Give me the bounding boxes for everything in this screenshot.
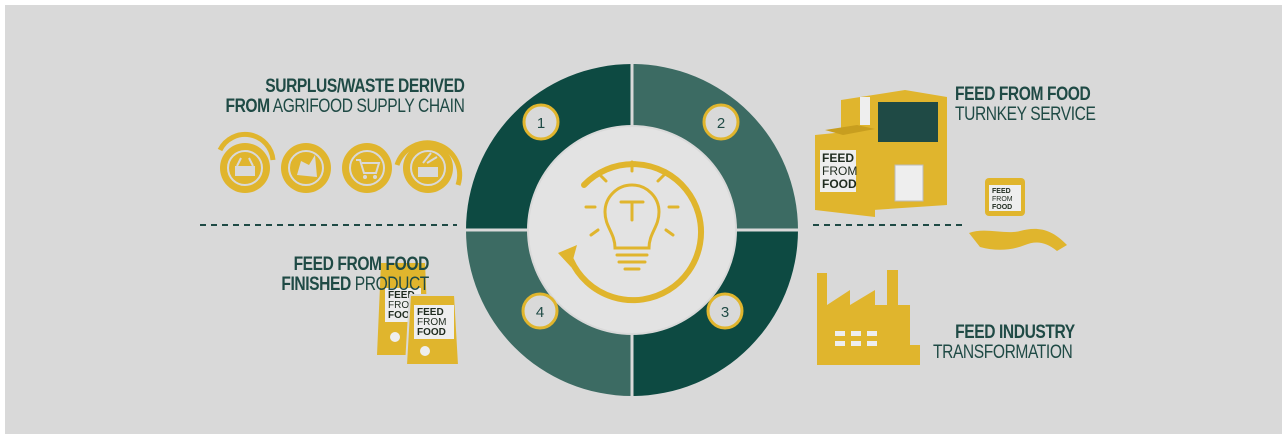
jar-brand-line2: FROM: [992, 196, 1013, 203]
step4-label: FEED FROM FOOD FINISHED PRODUCT: [281, 255, 429, 295]
machine-brand-line1: FEED: [822, 151, 854, 165]
cart-icon: [342, 143, 392, 193]
diagram-graphics: 1 2 3 4: [200, 63, 1067, 397]
step-badge-2: 2: [702, 103, 740, 141]
step2-title: FEED FROM FOOD: [955, 84, 1091, 105]
step3-title: FEED INDUSTRY: [955, 322, 1075, 343]
step1-subtitle: AGRIFOOD SUPPLY CHAIN: [272, 96, 464, 117]
bag2-brand-line2: FROM: [417, 317, 446, 328]
step2-label: FEED FROM FOOD TURNKEY SERVICE: [955, 84, 1096, 125]
basket-icon: [220, 143, 270, 193]
factory-icon: [817, 270, 920, 365]
step2-subtitle: TURNKEY SERVICE: [955, 104, 1096, 125]
bag-brand-line3: FOOD: [388, 310, 417, 321]
supply-chain-icons: [217, 131, 463, 193]
step-number-3: 3: [721, 304, 729, 321]
step-number-2: 2: [717, 115, 725, 132]
machine-brand-line2: FROM: [822, 164, 857, 178]
bag-brand-line1: FEED: [388, 290, 415, 301]
quadrant-2: [632, 64, 798, 230]
step3-subtitle: TRANSFORMATION: [933, 342, 1073, 363]
step1-title: SURPLUS/WASTE DERIVED: [264, 76, 465, 97]
machine-icon: FEED FROM FOOD: [815, 90, 947, 217]
pot-icon: [403, 143, 453, 193]
quadrant-1: [466, 64, 632, 230]
step-badge-4: 4: [521, 292, 559, 330]
step1-label: SURPLUS/WASTE DERIVED FROM AGRIFOOD SUPP…: [225, 77, 464, 117]
feed-bag-icon: FEED FROM FOOD FEED FROM FOOD: [377, 263, 461, 366]
harvest-icon: [281, 143, 331, 193]
bag-brand-line2: FROM: [388, 300, 417, 311]
cycle-ring: [465, 63, 799, 397]
bag2-brand-line1: FEED: [417, 307, 444, 318]
bag2-brand-line3: FOOD: [417, 327, 446, 338]
step3-label: FEED INDUSTRY TRANSFORMATION: [933, 323, 1075, 363]
jar-brand-line3: FOOD: [992, 204, 1012, 211]
step-number-4: 4: [536, 304, 544, 321]
step-number-1: 1: [537, 115, 545, 132]
machine-brand-line3: FOOD: [822, 177, 857, 191]
hand-jar-icon: FEED FROM FOOD: [969, 178, 1067, 251]
infographic-canvas: 1 2 3 4: [5, 5, 1282, 434]
step4-finished: FINISHED: [281, 274, 351, 295]
lightbulb-icon: [584, 160, 680, 271]
step4-subtitle: PRODUCT: [354, 274, 430, 295]
step-badge-1: 1: [522, 103, 560, 141]
step4-title: FEED FROM FOOD: [293, 254, 430, 275]
step-badge-3: 3: [706, 292, 744, 330]
step1-from: FROM: [225, 96, 270, 117]
jar-brand-line1: FEED: [992, 188, 1011, 195]
